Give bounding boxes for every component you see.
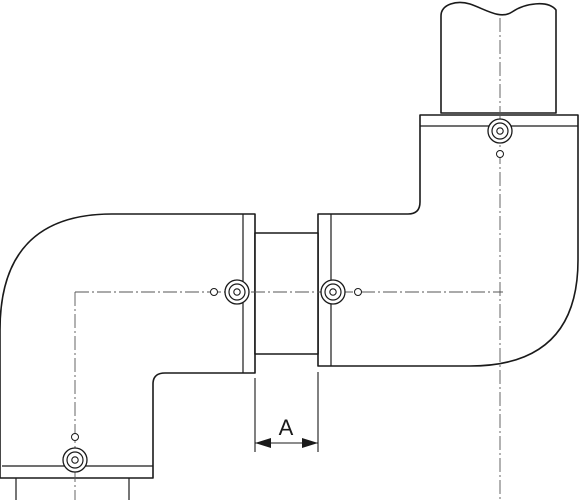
set-screw-right-elbow <box>320 279 346 305</box>
lower-left-pipe-stub <box>15 478 130 500</box>
upper-pipe-stub <box>440 1 557 114</box>
set-screw-left-elbow <box>224 279 250 305</box>
small-hole-top-right <box>496 150 504 158</box>
set-screw-bottom-left <box>62 447 88 473</box>
dimension-a: A <box>254 372 319 452</box>
small-hole-right-elbow <box>354 288 362 296</box>
set-screw-top-right <box>487 118 513 144</box>
right-elbow-fitting <box>317 114 579 367</box>
dimension-arrow-left <box>255 438 271 448</box>
left-elbow-fitting <box>0 213 256 479</box>
small-hole-left-elbow <box>210 288 218 296</box>
connecting-pipe <box>254 232 319 355</box>
small-hole-bottom-left <box>71 433 79 441</box>
dimension-label: A <box>279 415 294 440</box>
dimension-arrow-right <box>302 438 318 448</box>
centerlines <box>74 18 503 500</box>
